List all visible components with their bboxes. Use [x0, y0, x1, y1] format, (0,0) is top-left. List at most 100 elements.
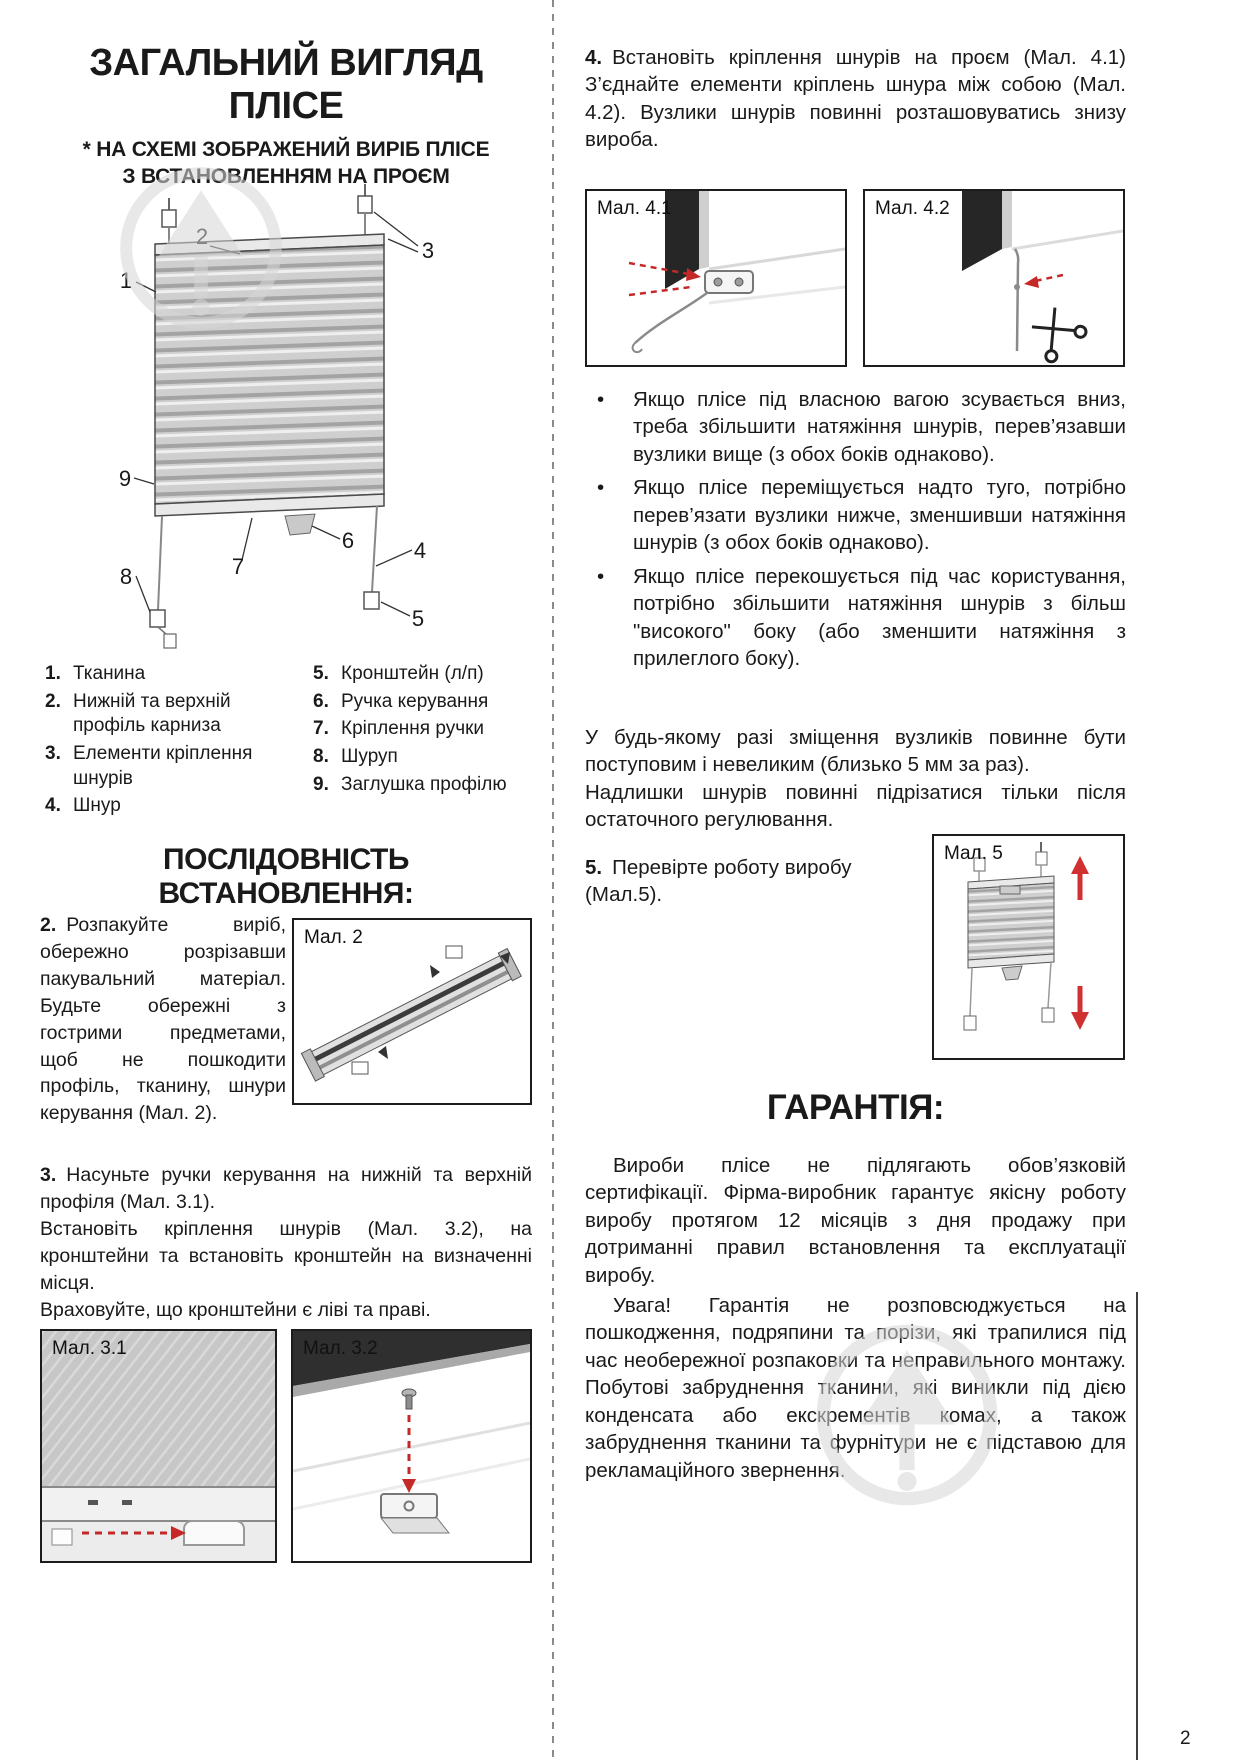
figure-2-label: Мал. 2	[304, 927, 363, 948]
red-dashed-arrow	[1034, 273, 1064, 283]
red-arrowhead	[686, 268, 701, 281]
figure-4-1-label: Мал. 4.1	[597, 198, 672, 219]
figure-4-1: Мал. 4.1	[585, 189, 847, 367]
adjustment-bullets: • Якщо плісе під власною вагою зсувається…	[585, 386, 1126, 679]
legend-text: Кронштейн (л/п)	[341, 663, 484, 684]
bullet-marker: •	[597, 388, 605, 411]
bottom-handle	[284, 513, 316, 536]
bullet-text: Якщо плісе перекошується під час користу…	[633, 564, 1126, 671]
profile-bar	[42, 1486, 275, 1522]
bullet-text: Якщо плісе під власною вагою зсувається …	[633, 388, 1126, 466]
callout-1: 1	[120, 268, 132, 293]
legend-text: Ручка керування	[341, 690, 489, 712]
page-number: 2	[1180, 1728, 1191, 1749]
top-bracket-left	[161, 198, 177, 228]
legend-item: 2. Нижній та верхній профіль карниза	[45, 690, 301, 739]
legend-num: 6.	[313, 690, 329, 712]
control-handle	[183, 1520, 245, 1546]
page-edge-rule	[1136, 1292, 1138, 1760]
small-arrow	[430, 965, 440, 978]
step3-text1: Насуньте ручки керування на нижній та ве…	[40, 1164, 532, 1213]
legend-num: 5.	[313, 663, 329, 684]
red-arrowhead	[1024, 276, 1039, 288]
cord-left	[157, 515, 163, 611]
legend-num: 2.	[45, 690, 61, 712]
legend-item: 8. Шуруп	[313, 745, 540, 770]
legend-num: 7.	[313, 718, 329, 740]
window-frame-dark	[293, 1331, 530, 1386]
legend-num: 9.	[313, 773, 329, 795]
callout-4: 4	[414, 538, 426, 563]
figure-2-image	[300, 945, 522, 1082]
step5-text: Перевірте роботу виробу (Мал.5).	[585, 856, 852, 907]
step5-paragraph: 5.Перевірте роботу виробу (Мал.5).	[585, 854, 915, 909]
legend-item: 9. Заглушка профілю	[313, 773, 540, 798]
legend-col2: 5. Кронштейн (л/п) 6. Ручка керування 7. Кр…	[313, 662, 540, 800]
figure-4-2: Мал. 4.2	[863, 189, 1125, 367]
top-bracket-right	[357, 184, 373, 214]
figure-4-1-image	[587, 191, 845, 365]
figure-5-label: Мал. 5	[944, 843, 1003, 864]
red-arrowhead	[402, 1479, 416, 1493]
clip	[51, 1528, 73, 1546]
legend-text: Елементи кріплення шнурів	[73, 743, 253, 789]
callout-3: 3	[422, 238, 434, 263]
fabric-texture	[42, 1331, 275, 1506]
cord-right	[371, 505, 378, 593]
screw-icon	[401, 1388, 417, 1410]
pleated-fabric	[154, 244, 385, 505]
window-glass	[665, 191, 699, 289]
clip	[445, 945, 463, 959]
step4-paragraph: 4.Встановіть кріплення шнурів на проєм (…	[585, 44, 1126, 154]
page-title: ЗАГАЛЬНИЙ ВИГЛЯД ПЛІСЕ	[40, 42, 532, 127]
legend-num: 4.	[45, 795, 61, 817]
figure-4-2-label: Мал. 4.2	[875, 198, 950, 219]
step3-text2: Встановіть кріплення шнурів (Мал. 3.2), …	[40, 1217, 532, 1294]
clip	[351, 1061, 369, 1075]
legend-num: 8.	[313, 746, 329, 768]
callout-5: 5	[412, 606, 424, 631]
bullet-item: • Якщо плісе переміщується надто туго, по…	[585, 474, 1126, 556]
callout-8: 8	[120, 564, 132, 589]
bullet-marker: •	[597, 476, 605, 500]
callout-7: 7	[232, 554, 244, 579]
figure-3-1-label: Мал. 3.1	[52, 1338, 127, 1359]
legend-item: 3.Елементи кріплення шнурів	[45, 742, 301, 791]
bullet-text: Якщо плісе переміщується надто туго, пот…	[633, 476, 1126, 555]
step4-text: Встановіть кріплення шнурів на проєм (Ма…	[585, 46, 1126, 152]
step5-number: 5.	[585, 856, 603, 879]
small-arrow	[378, 1046, 388, 1059]
bullet-marker: •	[597, 564, 605, 588]
blind-overview-diagram: 1 2 3 4 5 6 7 8 9	[119, 184, 434, 649]
adjustment-note-p2: Надлишки шнурів повинні підрізатися тіль…	[585, 780, 1126, 832]
legend-text: Заглушка профілю	[341, 773, 507, 795]
figure-3-1: Мал. 3.1	[40, 1329, 277, 1563]
figure-5: Мал. 5	[932, 834, 1125, 1060]
warranty-paragraph-2: Увага! Гарантія не розповсюджується на п…	[585, 1294, 1126, 1482]
mini-blind	[963, 842, 1055, 1031]
figure-3-2-label: Мал. 3.2	[303, 1338, 378, 1359]
figure-5-image	[963, 842, 1089, 1031]
step4-number: 4.	[585, 46, 603, 69]
legend-num: 1.	[45, 663, 61, 684]
figure-3-2: Мал. 3.2	[291, 1329, 532, 1563]
figure-4-2-image	[865, 191, 1123, 365]
packed-blind-bundle	[300, 947, 522, 1082]
legend-text: Кріплення ручки	[341, 718, 485, 740]
legend-text: Нижній та верхній профіль карниза	[73, 690, 231, 737]
page-title-line2: ПЛІСЕ	[228, 84, 344, 127]
hanging-cord	[634, 291, 708, 344]
bottom-bracket-right	[363, 591, 380, 610]
sequence-title: ПОСЛІДОВНІСТЬ ВСТАНОВЛЕННЯ:	[158, 843, 414, 910]
bottom-rail	[154, 493, 385, 517]
legend-text: Шуруп	[341, 746, 398, 768]
legend-col1: 1.Тканина 2.Нижній та верхній профіль ка…	[45, 662, 301, 822]
mounting-bracket	[379, 1493, 451, 1534]
column-divider-dashed	[552, 0, 554, 1760]
red-up-arrow	[1071, 856, 1089, 900]
figure-3-2-image	[293, 1331, 530, 1561]
warranty-title: ГАРАНТІЯ:	[766, 1088, 945, 1127]
legend-text: Шнур	[73, 795, 121, 817]
step3-text3: Враховуйте, що кронштейни є ліві та прав…	[40, 1298, 431, 1321]
